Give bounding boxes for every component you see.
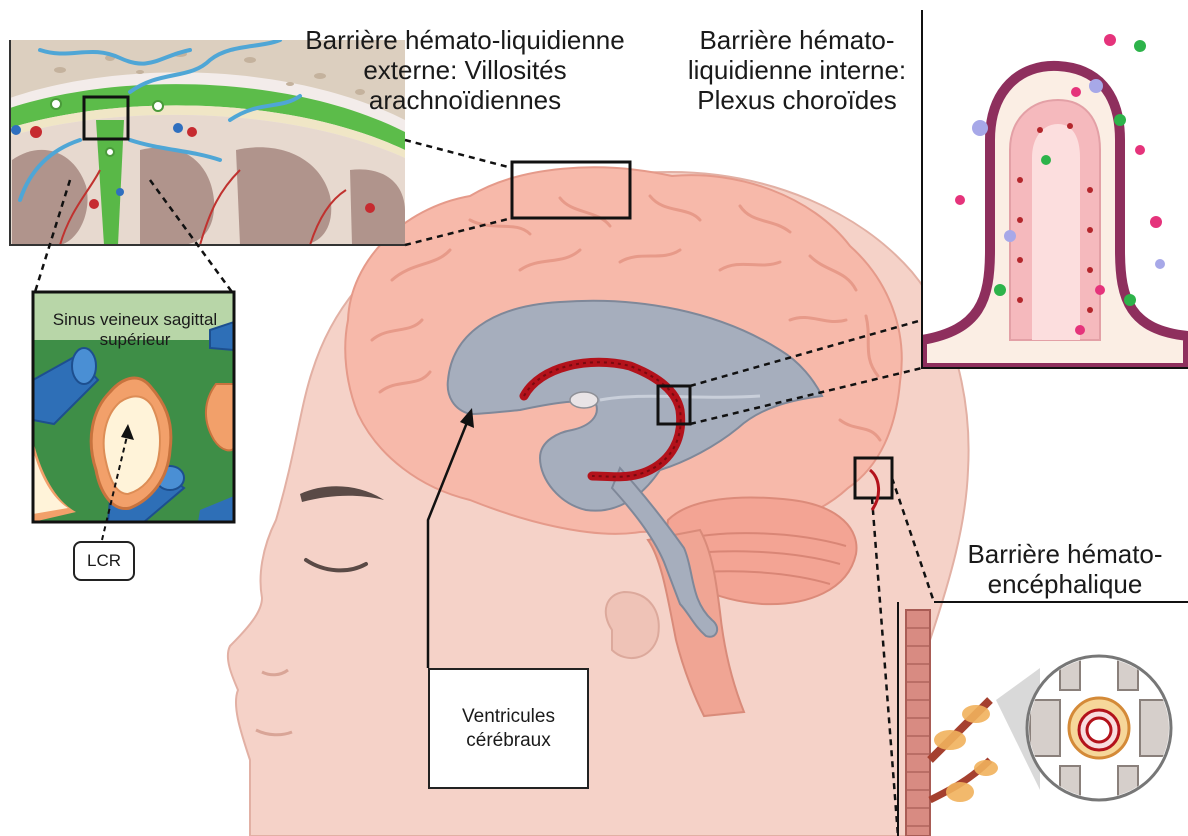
blood-brain-barrier-label: Barrière hémato-encéphalique [940,540,1188,600]
csf-label: LCR [73,541,135,581]
ventricles-label: Ventricules cérébraux [428,668,589,789]
external-barrier-label: Barrière hémato-liquidienne externe: Vil… [270,26,660,116]
choroid-plexus-inset [922,10,1188,368]
internal-barrier-label: Barrière hémato-liquidienne interne: Ple… [672,26,922,116]
bbb-inset [898,602,1188,836]
sinus-label: Sinus veineux sagittal supérieur [40,310,230,349]
